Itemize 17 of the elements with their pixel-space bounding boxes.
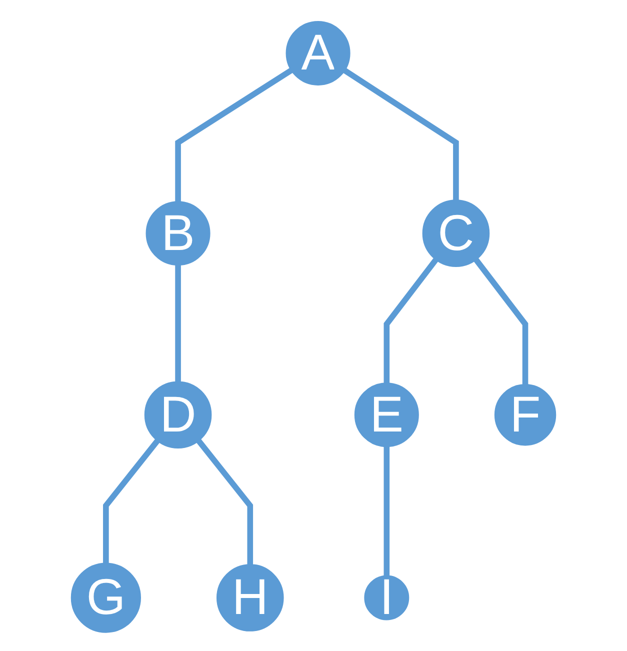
connector xyxy=(384,258,438,384)
node-circle: G xyxy=(70,562,141,633)
node-circle: H xyxy=(216,564,284,632)
node-circle: C xyxy=(422,200,490,267)
connector xyxy=(196,438,254,566)
connector xyxy=(175,264,181,382)
node-circle: D xyxy=(144,381,212,449)
node-circle: E xyxy=(354,382,419,448)
node-circle: F xyxy=(494,384,556,446)
node-circle: I xyxy=(364,575,410,620)
connector xyxy=(474,258,528,385)
connector xyxy=(103,438,160,564)
node-circle: B xyxy=(146,201,210,266)
connector xyxy=(342,68,459,201)
connector xyxy=(384,446,390,576)
node-circle: A xyxy=(286,20,350,86)
connector xyxy=(175,68,294,202)
